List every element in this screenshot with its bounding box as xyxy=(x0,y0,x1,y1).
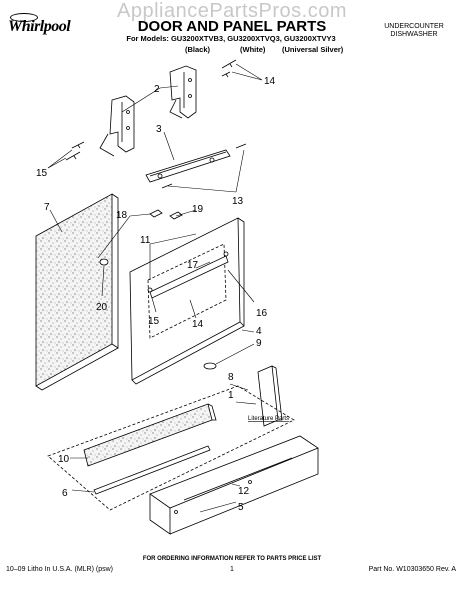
outer-door xyxy=(129,217,245,385)
brand-logo-swoosh xyxy=(10,13,38,22)
callout-4: 4 xyxy=(256,326,262,337)
callout-14: 14 xyxy=(192,319,204,330)
screw-set-upper xyxy=(221,59,237,78)
callout-5: 5 xyxy=(238,502,244,513)
toe-panel-assembly-outline xyxy=(47,385,295,511)
callout-17: 15 xyxy=(148,316,160,327)
callout-1: 1 xyxy=(228,390,234,401)
callout-6: 6 xyxy=(62,488,68,499)
screw-set-lower xyxy=(65,141,85,161)
watermark: AppliancePartsPros.com xyxy=(117,0,347,22)
callout-19: 18 xyxy=(116,210,128,221)
callout-15-lower: 15 xyxy=(36,168,48,179)
print-info: 10–09 Litho In U.S.A. (MLR) (psw) xyxy=(6,566,113,573)
callout-10: 10 xyxy=(58,454,70,465)
toe-panel-bracket xyxy=(93,445,211,495)
literature-parts-label: Literature Parts xyxy=(248,416,289,422)
color-label-black: (Black) xyxy=(185,45,211,54)
callout-20-upper: 19 xyxy=(192,204,204,215)
callout-18: 17 xyxy=(187,260,199,271)
color-label-white: (White) xyxy=(240,45,266,54)
door-bracket-rail xyxy=(145,143,247,189)
model-list: For Models: GU3200XTVB3, GU3200XTVQ3, GU… xyxy=(126,34,336,43)
callout-7: 7 xyxy=(44,202,50,213)
category-label-2: DISHWASHER xyxy=(390,31,438,38)
callout-12: 12 xyxy=(238,486,250,497)
callout-9: 9 xyxy=(256,338,262,349)
callout-8: 8 xyxy=(228,372,234,383)
callout-11: 11 xyxy=(140,235,151,246)
ordering-note: FOR ORDERING INFORMATION REFER TO PARTS … xyxy=(142,556,322,562)
page-title: DOOR AND PANEL PARTS xyxy=(137,18,327,35)
hinge-bracket-lower xyxy=(99,95,135,157)
hinge-bracket-upper xyxy=(169,65,197,119)
callout-16: 16 xyxy=(256,308,268,319)
literature-parts xyxy=(257,365,283,427)
part-number: Part No. W10303650 Rev. A xyxy=(368,566,456,573)
callout-3: 3 xyxy=(156,124,162,135)
callout-20-lower: 20 xyxy=(96,302,108,313)
page-number: 1 xyxy=(230,566,234,573)
callout-2: 2 xyxy=(154,84,160,95)
toe-panel xyxy=(83,403,217,467)
color-label-silver: (Universal Silver) xyxy=(282,45,344,54)
callout-13: 13 xyxy=(232,196,244,207)
category-label: UNDERCOUNTER xyxy=(384,23,444,30)
panel-clips xyxy=(149,209,183,220)
kick-plate-bracket xyxy=(149,435,319,535)
brand-logo: Whirlpool xyxy=(8,18,71,35)
door-panel-insert xyxy=(35,193,119,391)
callout-15-upper: 14 xyxy=(264,76,276,87)
leader-lines xyxy=(47,63,263,513)
